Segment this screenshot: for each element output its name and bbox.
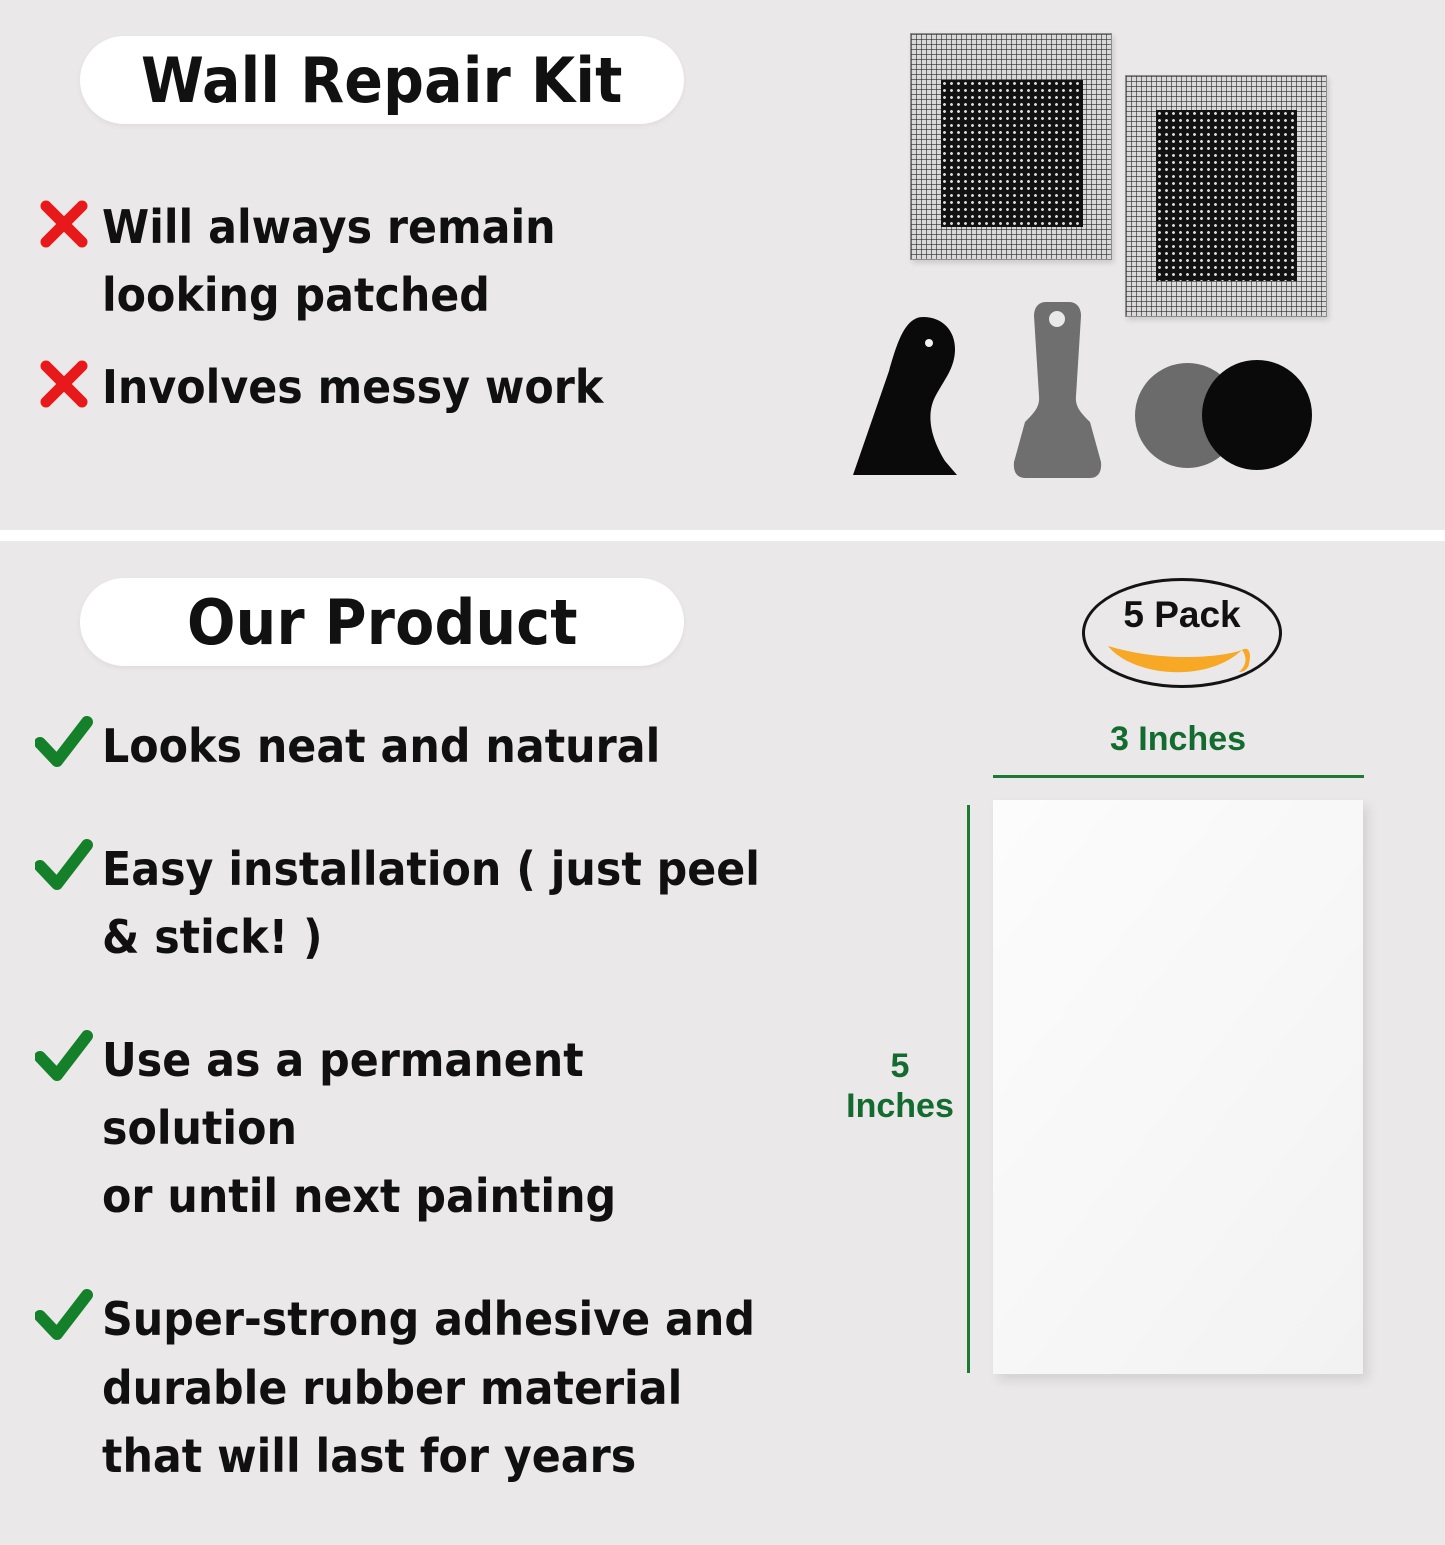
green-check-icon: [26, 712, 102, 770]
list-item-label: Involves messy work: [102, 360, 604, 415]
competitor-drawbacks-list: Will always remain looking patched Invol…: [26, 193, 726, 445]
competitor-title-text: Wall Repair Kit: [141, 43, 623, 117]
product-comparison-infographic: Wall Repair Kit Will always remain looki…: [0, 0, 1445, 1483]
pack-count-badge: 5 Pack: [1082, 578, 1282, 688]
mesh-patch-core: [941, 80, 1083, 227]
our-product-benefits-list: Looks neat and natural Easy installation…: [26, 712, 836, 1545]
list-item: Looks neat and natural: [26, 712, 836, 780]
height-dimension-unit: Inches: [846, 1087, 954, 1126]
list-item-label: Will always remain looking patched: [102, 200, 556, 323]
list-item: Easy installation ( just peel & stick! ): [26, 835, 836, 971]
competitor-panel: Wall Repair Kit Will always remain looki…: [0, 0, 1445, 530]
height-dimension-line: [967, 805, 970, 1373]
list-item-label: Use as a permanent solution or until nex…: [102, 1033, 617, 1224]
list-item: Super-strong adhesive and durable rubber…: [26, 1285, 836, 1489]
green-check-icon: [26, 835, 102, 893]
height-dimension-label: 5 Inches: [838, 1046, 962, 1126]
width-dimension-line: [993, 775, 1364, 778]
red-x-icon: [26, 353, 102, 411]
list-item-label: Looks neat and natural: [102, 719, 661, 773]
list-item-label: Easy installation ( just peel & stick! ): [102, 842, 760, 965]
our-product-title-text: Our Product: [186, 585, 578, 659]
our-product-title-pill: Our Product: [80, 578, 684, 666]
disc-icon: [1202, 360, 1312, 470]
squeegee-icon: [853, 317, 957, 475]
height-dimension-value: 5: [890, 1047, 910, 1085]
competitor-kit-photo: [830, 18, 1430, 508]
green-check-icon: [26, 1026, 102, 1084]
mesh-patch-core: [1156, 110, 1297, 281]
amazon-smile-arrow-icon: [1108, 646, 1251, 673]
mesh-patch-icon: [910, 33, 1112, 260]
product-patch-image: [993, 800, 1363, 1374]
competitor-title-pill: Wall Repair Kit: [80, 36, 684, 124]
list-item-label: Super-strong adhesive and durable rubber…: [102, 1292, 755, 1483]
pack-count-label: 5 Pack: [1123, 594, 1241, 635]
green-check-icon: [26, 1285, 102, 1343]
list-item: Will always remain looking patched: [26, 193, 726, 329]
list-item: Involves messy work: [26, 353, 726, 421]
red-x-icon: [26, 193, 102, 251]
putty-knife-icon: [1013, 302, 1102, 478]
width-dimension-label: 3 Inches: [1109, 720, 1247, 758]
mesh-patch-icon: [1125, 75, 1327, 317]
list-item: Use as a permanent solution or until nex…: [26, 1026, 836, 1230]
badge-outline: [1082, 578, 1282, 688]
section-divider: [0, 530, 1445, 541]
